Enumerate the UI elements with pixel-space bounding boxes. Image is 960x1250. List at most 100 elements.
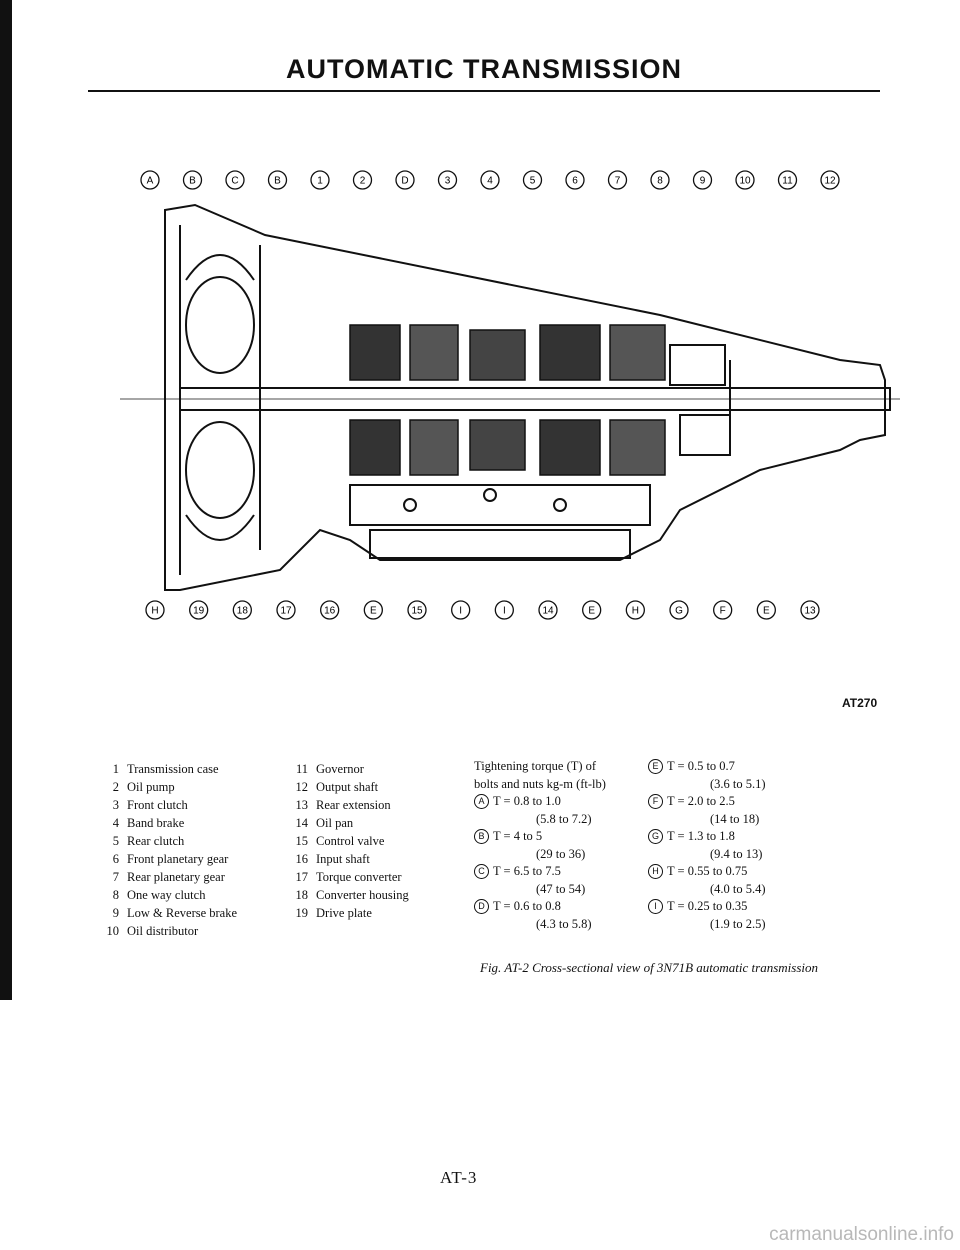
callout-circle (800, 600, 820, 620)
callout-label: A (147, 176, 154, 187)
torque-mark-circle: I (648, 899, 663, 914)
page-number: AT-3 (440, 1168, 478, 1187)
callout-circle (267, 170, 288, 190)
torque-value-ftlb: (47 to 54) (536, 881, 586, 896)
callout-label: 11 (782, 176, 793, 187)
callout-circle (538, 600, 558, 620)
callout-circle (182, 170, 203, 190)
torque-spec: A T = 0.8 to 1.0 (474, 793, 644, 811)
callout-circle (713, 600, 733, 620)
legend-item-number: 1 (112, 762, 119, 776)
legend-item-name: Rear extension (316, 798, 391, 812)
legend-item-number: 5 (112, 834, 119, 848)
callout-label: 8 (657, 176, 663, 187)
callout-label: H (151, 606, 158, 617)
page-title: AUTOMATIC TRANSMISSION (286, 54, 682, 84)
callout-label: 3 (445, 176, 451, 187)
torque-value: T = 0.8 to 1.0 (493, 794, 561, 808)
torque-value-ftlb: (4.3 to 5.8) (536, 916, 592, 931)
callout-circle (756, 600, 776, 620)
legend-item: 13 Rear extension (294, 796, 409, 814)
legend-item-name: Transmission case (127, 762, 219, 776)
callout-circle (625, 600, 645, 620)
main-shaft (120, 387, 900, 411)
callout-label: 10 (739, 176, 751, 187)
legend-item-number: 9 (112, 906, 119, 920)
callout-label: 17 (280, 606, 292, 617)
callout-label: 16 (324, 606, 336, 617)
page-header: AUTOMATIC TRANSMISSION (88, 52, 880, 92)
callout-label: 18 (237, 606, 249, 617)
callout-circle (494, 600, 514, 620)
callout-label: I (503, 606, 506, 617)
valve-body-shape (349, 484, 651, 559)
callout-label: E (588, 606, 595, 617)
callout-label: G (675, 606, 683, 617)
legend-item-number: 3 (112, 798, 119, 812)
torque-value-ftlb: (4.0 to 5.4) (710, 881, 766, 896)
legend-item-number: 6 (112, 852, 119, 866)
torque-value: T = 0.6 to 0.8 (493, 899, 561, 913)
torque-mark-circle: G (648, 829, 663, 844)
legend-item-name: Rear planetary gear (127, 870, 225, 884)
legend-item-number: 18 (295, 888, 309, 902)
callout-circle (669, 600, 689, 620)
callout-circle (189, 600, 209, 620)
legend-item-number: 19 (295, 906, 309, 920)
callout-circle (140, 170, 160, 190)
torque-mark-circle: C (474, 864, 489, 879)
torque-value: T = 1.3 to 1.8 (667, 829, 735, 843)
torque-mark-circle: A (474, 794, 489, 809)
callout-label: H (632, 606, 639, 617)
torque-value-ftlb: (9.4 to 13) (710, 846, 763, 861)
torque-value: T = 4 to 5 (493, 829, 543, 843)
callout-circle (320, 600, 340, 620)
header-rule (88, 90, 880, 92)
callout-circle (692, 170, 713, 190)
callout-circle (565, 170, 585, 190)
torque-converter-shape (185, 254, 255, 541)
callout-label: 14 (542, 606, 554, 617)
callout-circle (522, 170, 543, 190)
callout-label: B (189, 176, 196, 187)
legend-item-number: 13 (295, 798, 309, 812)
callout-label: 15 (411, 606, 423, 617)
legend-item-name: Input shaft (316, 852, 370, 866)
callout-label: 6 (572, 176, 578, 187)
legend-item-name: Output shaft (316, 780, 379, 794)
legend-item-number: 10 (106, 924, 120, 938)
legend-item-name: Control valve (316, 834, 385, 848)
legend-item-number: 12 (295, 780, 309, 794)
torque-value: T = 6.5 to 7.5 (493, 864, 561, 878)
torque-value-ftlb: (3.6 to 5.1) (710, 776, 766, 791)
callout-circle (777, 170, 798, 190)
callout-circle (437, 170, 458, 190)
legend-item: 12 Output shaft (294, 778, 409, 796)
rear-extension-shape (669, 344, 731, 456)
callout-circle (395, 170, 415, 190)
callout-label: 13 (804, 606, 816, 617)
callout-label: 9 (700, 176, 706, 187)
watermark: carmanualsonline.info (769, 1224, 954, 1245)
callout-label: E (370, 606, 377, 617)
torque-value: T = 0.5 to 0.7 (667, 759, 735, 773)
torque-value: T = 0.55 to 0.75 (667, 864, 748, 878)
